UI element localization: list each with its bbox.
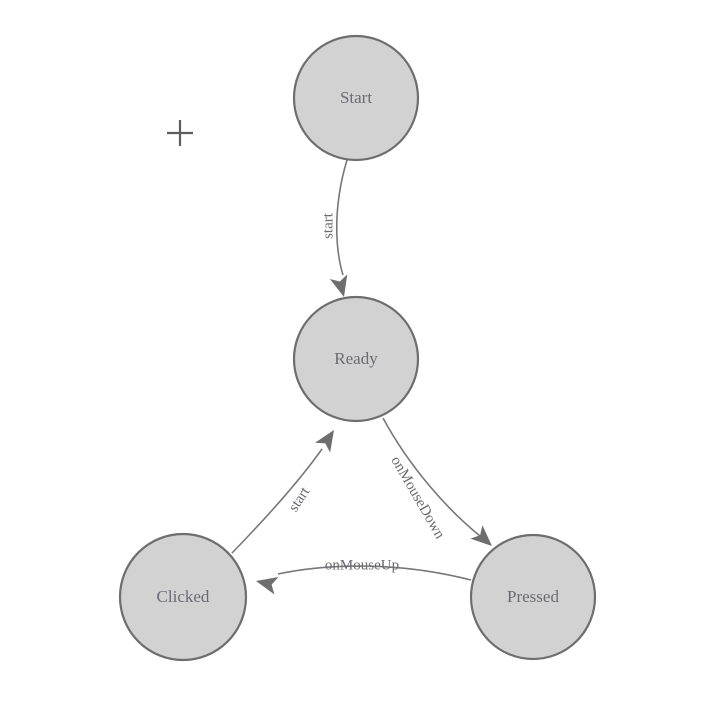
node-clicked[interactable]: Clicked [118, 532, 248, 662]
node-label: Start [340, 88, 372, 107]
node-circle[interactable] [292, 295, 420, 423]
node-pressed[interactable]: Pressed [469, 533, 597, 661]
arrowhead-icon [256, 576, 279, 595]
node-label: Clicked [157, 587, 210, 606]
edge-label: onMouseUp [325, 557, 399, 573]
edge-label: start [286, 484, 314, 515]
node-circle[interactable] [469, 533, 597, 661]
edge-ready-to-pressed[interactable]: onMouseDown [382, 417, 498, 553]
edge-label: onMouseDown [387, 454, 447, 543]
arrowhead-icon [329, 274, 348, 297]
node-circle[interactable] [118, 532, 248, 662]
arrowhead-icon [315, 430, 334, 453]
edge-line [382, 417, 481, 537]
edge-pressed-to-clicked[interactable]: onMouseUp [254, 557, 472, 595]
plus-marker-icon [167, 120, 193, 146]
edge-clicked-to-ready[interactable]: start [231, 425, 342, 554]
arrowhead-icon [470, 525, 492, 546]
edge-line [336, 159, 348, 276]
node-label: Ready [334, 349, 378, 368]
edge-start-to-ready[interactable]: start [320, 159, 352, 299]
node-label: Pressed [507, 587, 559, 606]
edge-line [231, 448, 323, 554]
node-ready[interactable]: Ready [292, 295, 420, 423]
node-circle[interactable] [292, 34, 420, 162]
node-start[interactable]: Start [292, 34, 420, 162]
edge-line [277, 565, 472, 581]
edge-label: start [320, 212, 336, 239]
markers-layer [167, 120, 193, 146]
